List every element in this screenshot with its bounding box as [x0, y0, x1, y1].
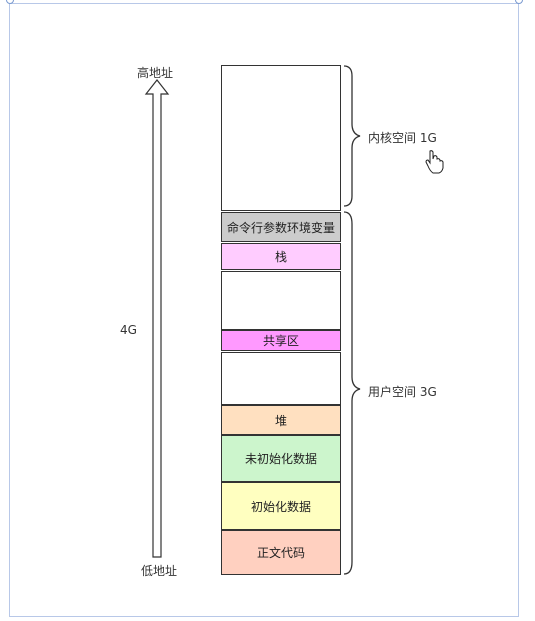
heap-segment: 堆	[221, 405, 341, 435]
kernel-brace	[343, 65, 361, 207]
canvas-border	[9, 3, 519, 617]
cmdline-env-segment: 命令行参数环境变量	[221, 212, 341, 242]
kernel-space-label: 内核空间 1G	[368, 131, 437, 145]
bss-segment: 未初始化数据	[221, 435, 341, 482]
shared-segment: 共享区	[221, 330, 341, 351]
free-space-upper	[221, 271, 341, 330]
user-brace	[343, 211, 361, 575]
data-label: 初始化数据	[250, 499, 311, 514]
user-space-label: 用户空间 3G	[368, 385, 437, 399]
text-label: 正文代码	[256, 546, 305, 560]
heap-label: 堆	[274, 413, 287, 428]
text-segment: 正文代码	[221, 530, 341, 575]
hand-cursor-icon	[425, 150, 444, 174]
cmdline-env-label: 命令行参数环境变量	[226, 220, 335, 235]
kernel-space-block	[221, 65, 341, 211]
high-address-label: 高地址	[137, 66, 174, 80]
up-arrow-icon	[144, 79, 170, 558]
data-segment: 初始化数据	[221, 482, 341, 530]
stack-segment: 栈	[221, 243, 341, 270]
stack-label: 栈	[274, 250, 287, 264]
low-address-label: 低地址	[141, 564, 178, 578]
bss-label: 未初始化数据	[244, 452, 317, 466]
total-size-label: 4G	[120, 323, 137, 337]
shared-label: 共享区	[262, 334, 299, 348]
free-space-lower	[221, 352, 341, 405]
